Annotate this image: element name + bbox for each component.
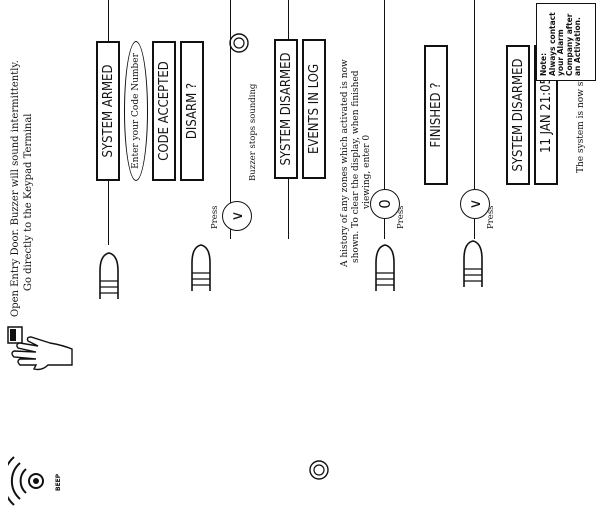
- door-knob-icon-left: [309, 460, 329, 480]
- header-line-2: Go directly to the Keypad Terminal: [23, 113, 34, 292]
- key-v-button[interactable]: ∨: [460, 189, 490, 219]
- beep-label: BEEP: [55, 473, 62, 491]
- display-disarm: DISARM ?: [180, 41, 204, 181]
- display-events-in-log: EVENTS IN LOG: [302, 39, 326, 179]
- enter-code-oval: Enter your Code Number: [124, 41, 148, 181]
- door-knob-icon-right: [229, 33, 249, 53]
- press-label: Press: [210, 205, 220, 229]
- speaker-beep-icon: [8, 456, 44, 506]
- note-line: an Activation.: [573, 17, 582, 76]
- finger-press-icon-2: [191, 244, 211, 291]
- display-system-armed: SYSTEM ARMED: [96, 41, 120, 181]
- display-code-accepted: CODE ACCEPTED: [152, 41, 176, 181]
- header-line-1: Open Entry Door. Buzzer will sound inter…: [10, 60, 21, 317]
- finger-press-icon-3: [375, 244, 395, 291]
- key-0-button[interactable]: 0: [370, 189, 400, 219]
- finger-press-icon-1: [99, 252, 119, 299]
- history-line-1: A history of any zones which activated i…: [340, 59, 350, 267]
- note-box: Note: Always contact your Alarm Company …: [536, 3, 596, 81]
- buzzer-stops-text: Buzzer stops sounding: [248, 83, 258, 181]
- display-system-disarmed-final: SYSTEM DISARMED: [506, 45, 530, 185]
- display-finished: FINISHED ?: [424, 45, 448, 185]
- hand-door-icon: [7, 326, 73, 371]
- finger-press-icon-4: [463, 240, 483, 287]
- display-system-disarmed: SYSTEM DISARMED: [274, 39, 298, 179]
- key-v-button[interactable]: ∨: [222, 201, 252, 231]
- history-line-2: shown. To clear the display, when finish…: [351, 70, 361, 263]
